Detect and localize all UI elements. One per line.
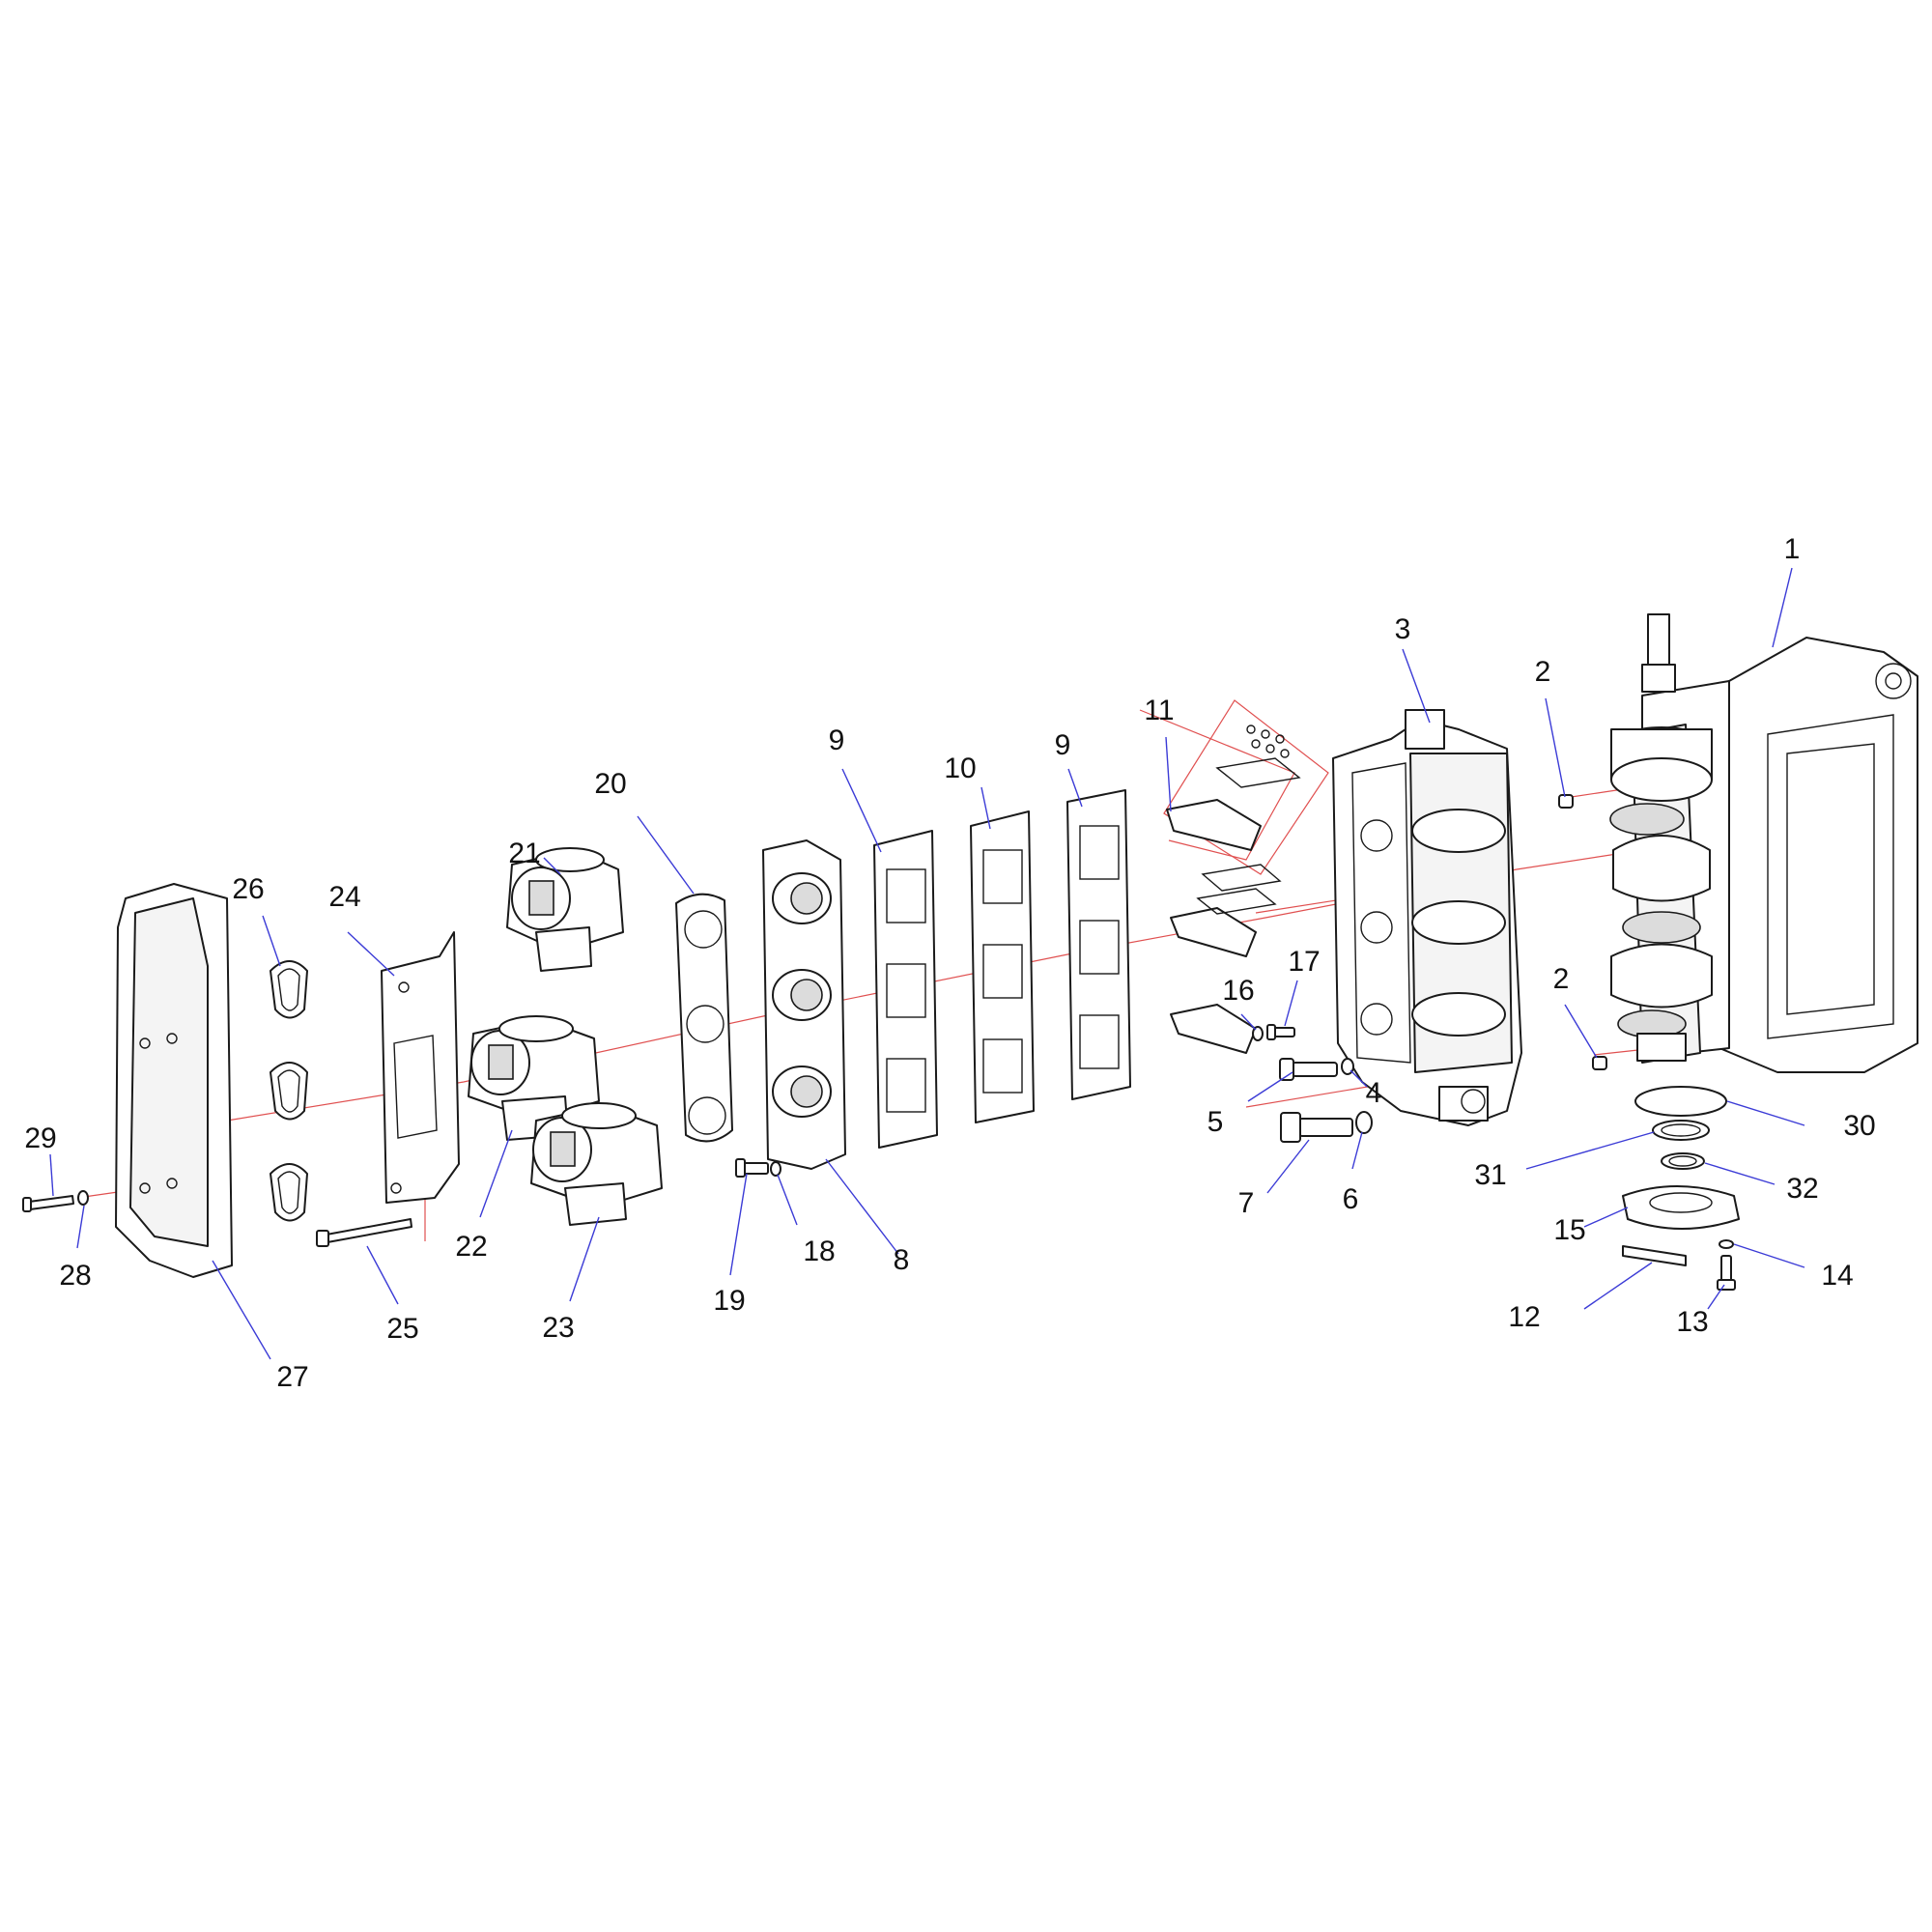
callout-3: 3 <box>1395 613 1411 645</box>
part-28-washer <box>77 1190 89 1206</box>
callout-15: 15 <box>1553 1214 1585 1246</box>
callout-16: 16 <box>1222 975 1254 1007</box>
callout-27: 27 <box>276 1361 308 1393</box>
part-6-washer <box>1355 1111 1373 1134</box>
callout-5: 5 <box>1208 1106 1224 1138</box>
callout-17: 17 <box>1288 946 1320 978</box>
callout-11: 11 <box>1144 695 1174 726</box>
callout-labels: 1 2 2 3 4 5 6 7 8 9 9 10 11 12 13 14 15 … <box>24 533 1875 1393</box>
part-5-bolt <box>1279 1058 1338 1081</box>
part-11-reed-valves <box>1163 699 1329 1054</box>
part-13-bolt <box>1717 1255 1736 1291</box>
callout-32: 32 <box>1786 1173 1818 1205</box>
part-9-gasket-left <box>873 830 938 1149</box>
part-21-carburetor-top <box>506 847 624 972</box>
part-16-washer <box>1252 1026 1264 1041</box>
part-23-carburetor-bottom <box>530 1102 663 1226</box>
callout-9a: 9 <box>829 724 845 756</box>
part-2-dowel-pins <box>1558 794 1607 1070</box>
callout-24: 24 <box>328 881 360 913</box>
part-7-bolt <box>1280 1112 1353 1143</box>
callout-12: 12 <box>1508 1301 1540 1333</box>
part-27-air-silencer-cover <box>115 883 233 1278</box>
callout-10: 10 <box>944 753 976 784</box>
callout-23: 23 <box>542 1312 574 1344</box>
callout-20: 20 <box>594 768 626 800</box>
part-17-bolt <box>1266 1024 1295 1040</box>
callout-8: 8 <box>894 1244 910 1276</box>
part-9-gasket-right <box>1066 789 1131 1100</box>
part-22-carburetor-middle <box>468 1015 600 1141</box>
part-24-bracket <box>381 931 460 1204</box>
callout-leaders <box>49 567 1805 1360</box>
callout-28: 28 <box>59 1260 91 1292</box>
callout-21: 21 <box>508 838 540 869</box>
part-15-bearing-housing <box>1622 1185 1740 1230</box>
callout-18: 18 <box>803 1236 835 1267</box>
callout-22: 22 <box>455 1231 487 1263</box>
callout-31: 31 <box>1474 1159 1506 1191</box>
callout-19: 19 <box>713 1285 745 1317</box>
part-12-retainer <box>1622 1245 1687 1266</box>
part-19-bolt <box>735 1158 769 1178</box>
part-14-washer <box>1719 1239 1734 1249</box>
part-20-carb-gasket <box>675 893 733 1143</box>
part-10-spacer-plate <box>970 810 1035 1123</box>
part-25-long-bolt <box>316 1218 412 1247</box>
callout-9b: 9 <box>1055 729 1071 761</box>
callout-14: 14 <box>1821 1260 1853 1292</box>
callout-6: 6 <box>1343 1183 1359 1215</box>
callout-29: 29 <box>24 1122 56 1154</box>
part-3-cylinder-block <box>1332 709 1522 1126</box>
callout-4: 4 <box>1366 1077 1382 1109</box>
part-1-crankcase <box>1609 613 1918 1073</box>
part-26-seals <box>270 960 308 1222</box>
callout-2a: 2 <box>1535 656 1551 688</box>
part-32-seal <box>1661 1152 1705 1170</box>
part-30-o-ring <box>1634 1086 1727 1117</box>
part-29-screw <box>22 1195 74 1212</box>
part-31-oil-seal <box>1652 1120 1710 1141</box>
callout-26: 26 <box>232 873 264 905</box>
callout-25: 25 <box>386 1313 418 1345</box>
callout-30: 30 <box>1843 1110 1875 1142</box>
part-18-washer <box>770 1161 781 1177</box>
callout-13: 13 <box>1676 1306 1708 1338</box>
part-8-intake-manifold <box>762 839 846 1170</box>
callout-7: 7 <box>1238 1187 1255 1219</box>
callout-1: 1 <box>1784 533 1801 565</box>
callout-2b: 2 <box>1553 963 1570 995</box>
